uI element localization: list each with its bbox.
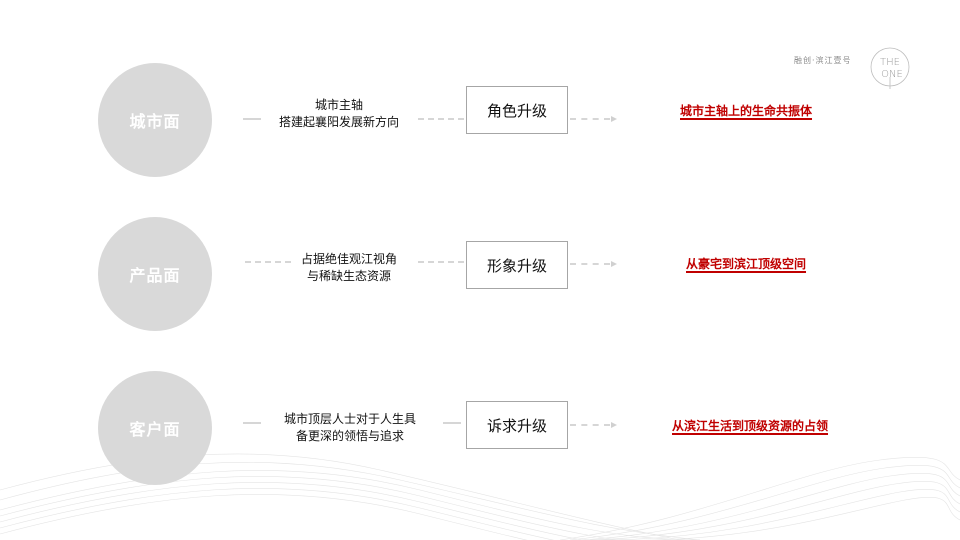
connector-dash [245, 261, 291, 263]
connector-line [443, 422, 461, 424]
svg-text:ONE: ONE [881, 69, 903, 80]
connector-dash [570, 424, 610, 426]
upgrade-box-image: 形象升级 [466, 241, 568, 289]
brand-logo-area: 融创·滨江壹号 THE ONE [790, 45, 920, 90]
arrow-right-icon [611, 116, 617, 122]
connector-dash [570, 118, 610, 120]
description-customer: 城市顶层人士对于人生具 备更深的领悟与追求 [283, 412, 416, 443]
arrow-right-icon [611, 422, 617, 428]
connector-dash [418, 261, 464, 263]
brand-name: 融创·滨江壹号 [794, 56, 852, 65]
connector-line [243, 422, 261, 424]
upgrade-box-demand: 诉求升级 [466, 401, 568, 449]
upgrade-box-role: 角色升级 [466, 86, 568, 134]
result-link-product[interactable]: 从豪宅到滨江顶级空间 [686, 257, 807, 271]
description-product: 占据绝佳观江视角 与稀缺生态资源 [300, 252, 397, 283]
circle-label: 城市面 [129, 112, 181, 131]
the-one-logo-icon: THE ONE [870, 47, 910, 89]
result-link-customer[interactable]: 从滨江生活到顶级资源的占领 [672, 419, 829, 433]
circle-customer: 客户面 [98, 371, 212, 485]
circle-product: 产品面 [98, 217, 212, 331]
result-link-city[interactable]: 城市主轴上的生命共振体 [680, 104, 813, 118]
connector-dash [418, 118, 464, 120]
svg-text:THE: THE [880, 57, 900, 68]
circle-label: 客户面 [129, 420, 181, 439]
description-city: 城市主轴 搭建起襄阳发展新方向 [278, 98, 399, 129]
arrow-right-icon [611, 261, 617, 267]
circle-city: 城市面 [98, 63, 212, 177]
connector-line [243, 118, 261, 120]
circle-label: 产品面 [129, 266, 181, 285]
connector-dash [570, 263, 610, 265]
